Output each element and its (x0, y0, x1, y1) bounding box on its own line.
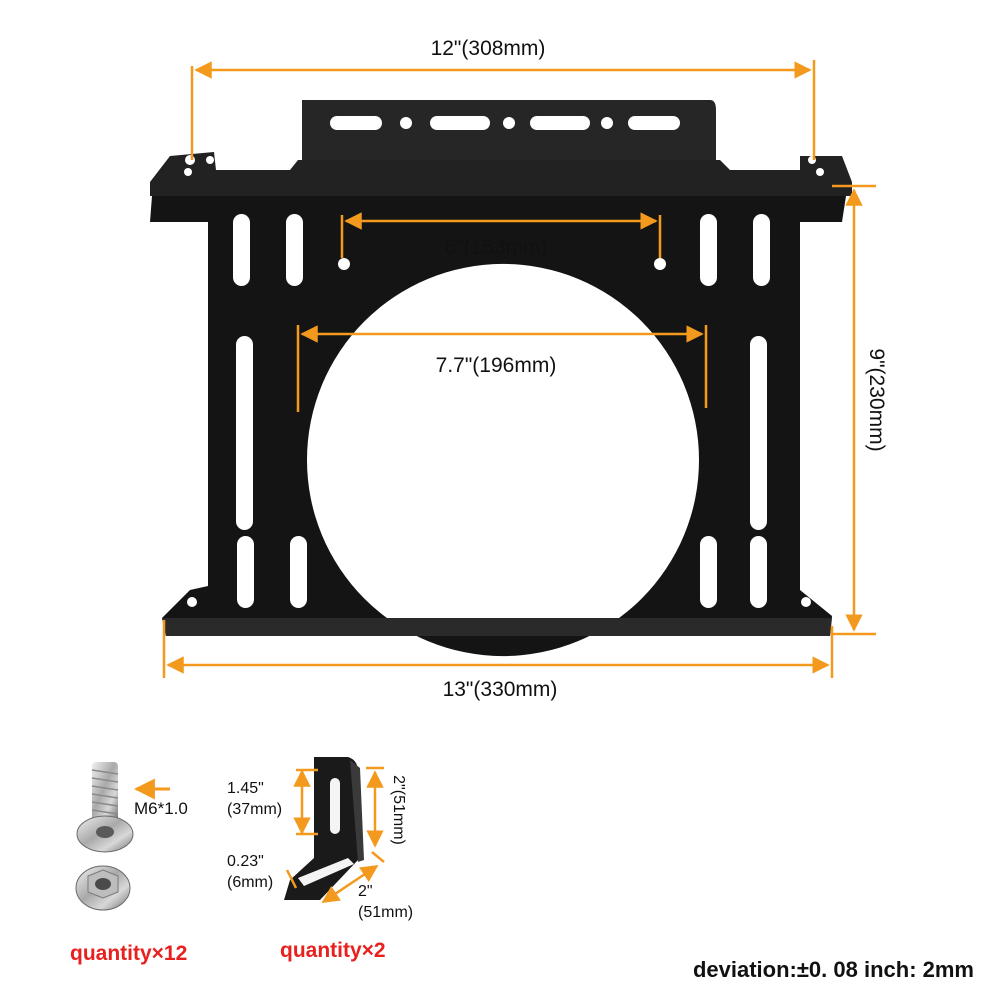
dim-width-bottom: 13"(330mm) (443, 678, 558, 701)
dim-width-top: 12"(308mm) (431, 37, 546, 60)
l-bracket-base-mm: (51mm) (358, 904, 413, 921)
dim-height: 9"(230mm) (865, 348, 888, 451)
slot-length-in: 1.45" (227, 780, 264, 797)
fan-mount-bracket-icon (150, 100, 852, 657)
l-bracket-quantity-label: quantity×2 (280, 939, 386, 962)
l-bracket-icon (284, 757, 364, 900)
slot-length-mm: (37mm) (227, 801, 282, 818)
deviation-note: deviation:±0. 08 inch: 2mm (693, 957, 974, 982)
hex-socket-screw-icon (76, 762, 134, 853)
dim-fan-hole-spacing: 6"(153mm) (444, 236, 547, 259)
flange-nut-icon (75, 865, 131, 911)
slot-width-in: 0.23" (227, 853, 264, 870)
slot-width-mm: (6mm) (227, 874, 273, 891)
screw-quantity-label: quantity×12 (70, 942, 187, 965)
l-bracket-height: 2"(51mm) (390, 775, 407, 845)
screw-spec-label: M6*1.0 (134, 799, 188, 818)
l-bracket-base-in: 2" (358, 883, 373, 900)
dim-fan-opening: 7.7"(196mm) (436, 354, 557, 377)
